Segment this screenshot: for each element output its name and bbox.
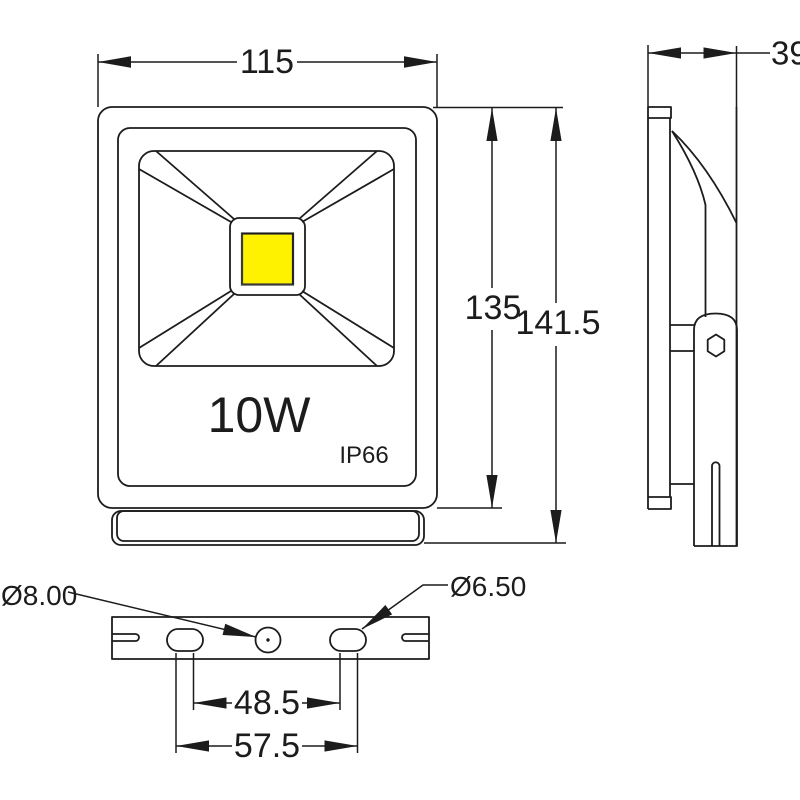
left-edge-notch: [112, 633, 140, 642]
side-hinge-lines: [670, 324, 694, 485]
arrowhead-down: [486, 475, 498, 508]
arrowhead-left: [648, 47, 681, 59]
side-mounting-bracket: [693, 312, 738, 547]
arrowhead-right: [324, 740, 358, 752]
dim-slots-outer-57-5: 57.5: [175, 653, 359, 765]
arrowhead-up: [486, 108, 498, 141]
led-chip: [240, 232, 295, 286]
right-slot-hole: [329, 628, 367, 652]
dim-width-115: 115: [97, 43, 438, 107]
left-slot-hole: [166, 628, 204, 652]
arrowhead-down: [550, 510, 562, 543]
arrowhead-left: [193, 697, 227, 709]
slot-hole-dia-label: Ø6.50: [450, 571, 526, 602]
reflector-opening: [138, 150, 395, 367]
bottom-view: [111, 616, 430, 660]
bracket-slot: [711, 461, 721, 546]
total-height-dim-text: 141.5: [515, 304, 600, 342]
arrowhead-left: [98, 56, 131, 68]
right-edge-notch: [401, 633, 429, 642]
power-label: 10W: [208, 387, 312, 443]
arrowhead-left: [176, 740, 209, 752]
base-tray: [111, 510, 425, 546]
center-hole-dot: [266, 638, 270, 642]
front-bezel-line: [117, 127, 417, 487]
side-body-curves: [671, 130, 738, 317]
leader-arrowhead: [362, 604, 393, 629]
dim-height-135: 135: [433, 106, 563, 509]
leader-center-hole-dia: Ø8.00: [1, 580, 257, 638]
side-front-flange: [647, 106, 672, 510]
arrowhead-right: [404, 56, 437, 68]
depth-dim-text: 39: [771, 35, 800, 72]
width-dim-text: 115: [240, 43, 294, 81]
leader-slot-hole-dia: Ø6.50: [361, 571, 526, 630]
slots-outer-dim-text: 57.5: [234, 727, 300, 765]
bracket-bar: [111, 616, 430, 660]
body-height-dim-text: 135: [465, 289, 522, 327]
arrowhead-right: [307, 697, 340, 709]
dim-depth-39: 39: [647, 35, 800, 107]
dim-height-141-5: 141.5: [424, 108, 601, 544]
arrowhead-up: [550, 108, 562, 141]
leader-arrowhead: [222, 623, 256, 637]
led-module-frame: [229, 217, 306, 296]
center-hole: [254, 626, 282, 654]
side-view: [647, 46, 738, 547]
dim-slots-inner-48-5: 48.5: [192, 653, 341, 722]
arrowhead-right: [703, 47, 737, 59]
reflector-facets: [138, 150, 395, 367]
center-hole-dia-label: Ø8.00: [1, 580, 77, 611]
front-body-outline: [97, 106, 438, 509]
led-chip-highlight: [242, 232, 294, 285]
front-view: 10W IP66: [97, 106, 438, 546]
hex-bolt-head: [706, 333, 726, 358]
slots-inner-dim-text: 48.5: [234, 684, 300, 722]
ip-rating-label: IP66: [339, 442, 388, 469]
